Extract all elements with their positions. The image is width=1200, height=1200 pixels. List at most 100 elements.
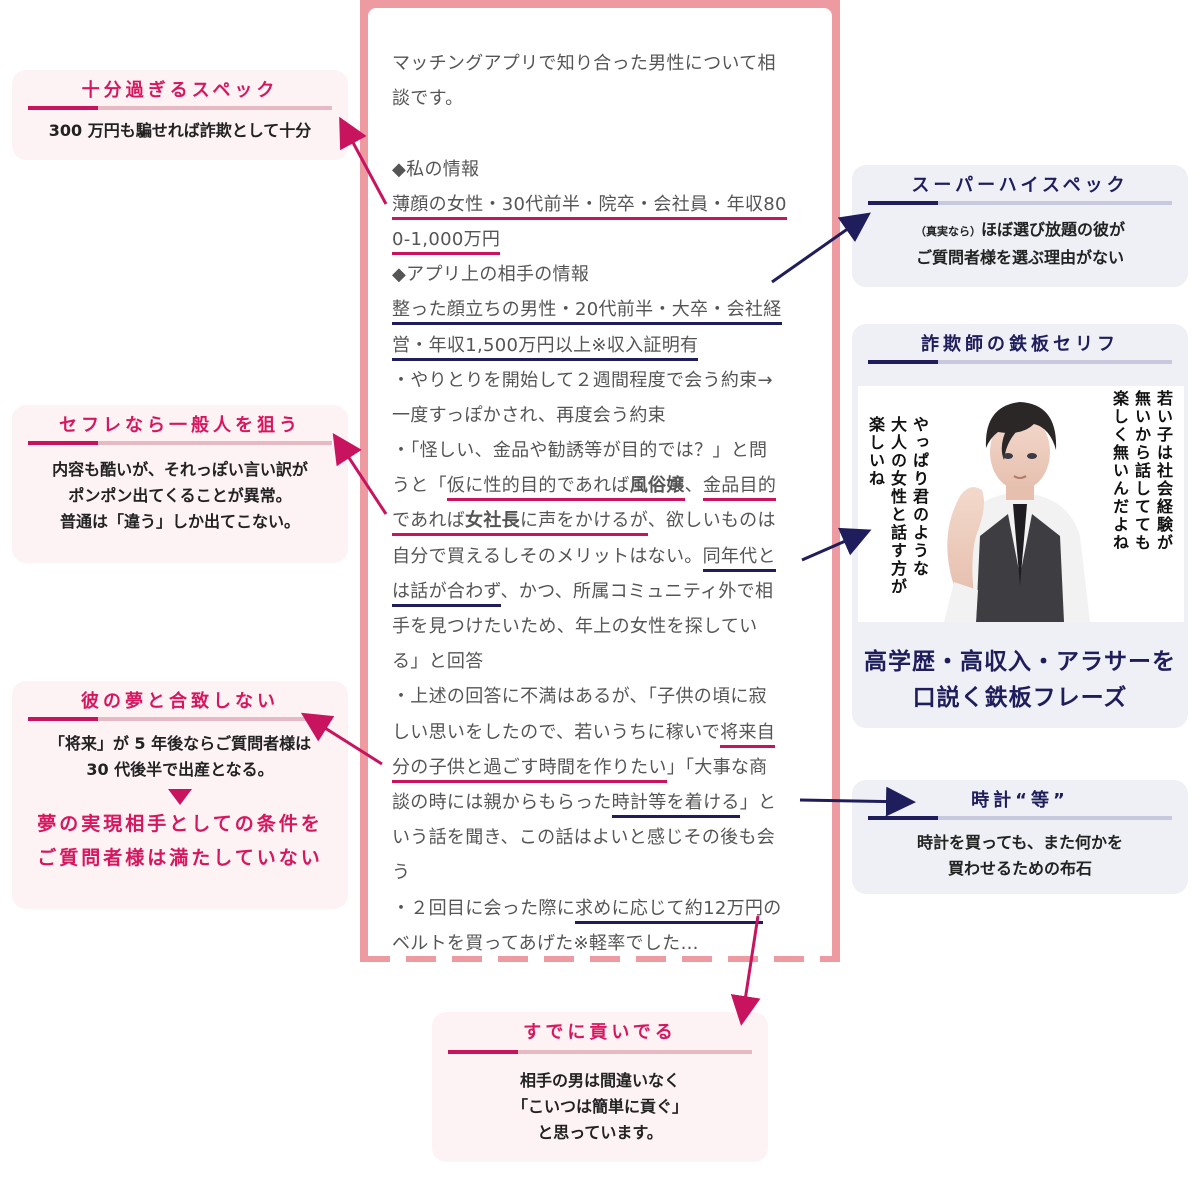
card-superspec-note: （真実なら） — [914, 225, 981, 238]
card-spec-title: 十分過ぎるスペック — [81, 80, 279, 101]
question-line: う — [392, 855, 812, 890]
catch-line1: 高学歴・高収入・アラサーを — [864, 649, 1176, 675]
question-line: 営・年収1,500万円以上※収入証明有 — [392, 328, 812, 363]
underlined-phrase: 営・年収1,500万円以上※収入証明有 — [392, 334, 699, 361]
underlined-phrase: は話が合わず — [392, 580, 501, 607]
question-line: ・「怪しい、金品や勧誘等が目的では？」と問 — [392, 433, 812, 468]
card-watch-title: 時計“等” — [971, 790, 1069, 811]
title-underline — [868, 201, 1172, 205]
card-watch-body2: 買わせるための布石 — [947, 859, 1092, 878]
question-line: 整った顔立ちの男性・20代前半・大卒・会社経 — [392, 292, 812, 327]
underlined-phrase: 仮に性的目的であれば — [446, 475, 630, 502]
question-panel — [368, 8, 832, 962]
title-underline — [868, 360, 1172, 364]
question-line: 分の子供と過ごす時間を作りたい」「大事な商 — [392, 750, 812, 785]
card-superspec-title: スーパーハイスペック — [911, 175, 1129, 196]
question-line: 薄顔の女性・30代前半・院卒・会社員・年収80 — [392, 187, 812, 222]
question-phrase: ◆アプリ上の相手の情報 — [392, 264, 590, 286]
question-phrase: 自分で買えるしそのメリットはない。 — [392, 545, 703, 567]
question-phrase: 、かつ、所属コミュニティ外で相 — [500, 580, 774, 602]
question-phrase: ベルトを買ってあげた※軽率でした… — [392, 932, 699, 954]
question-line: 自分で買えるしそのメリットはない。同年代と — [392, 539, 812, 574]
arrow-superspec — [771, 212, 871, 284]
question-line: 談です。 — [392, 81, 812, 116]
underlined-phrase: 0-1,000万円 — [392, 228, 501, 255]
question-line: ◆アプリ上の相手の情報 — [392, 257, 812, 292]
bubble-right-line3: 楽しく無いんだよね — [1110, 390, 1129, 552]
question-phrase: しい思いをしたので、若いうちに稼いで — [392, 721, 721, 743]
card-superspec: スーパーハイスペック （真実なら）ほぼ選び放題の彼が ご質問者様を選ぶ理由がない — [852, 165, 1188, 287]
question-line: ・上述の回答に不満はあるが、「子供の頃に寂 — [392, 679, 812, 714]
title-underline — [28, 717, 332, 721]
question-phrase: 、欲しいものは — [647, 510, 776, 532]
question-phrase: 」と — [739, 791, 777, 813]
question-phrase: う — [392, 862, 411, 884]
underlined-phrase: 女社長 — [465, 510, 520, 537]
question-line: ◆私の情報 — [392, 152, 812, 187]
question-line: 0-1,000万円 — [392, 222, 812, 257]
question-line: 談の時には親からもらった時計等を着ける」と — [392, 785, 812, 820]
title-underline — [448, 1050, 752, 1054]
bubble-right-line1: 若い子は社会経験が — [1154, 390, 1173, 552]
question-line: うと「仮に性的目的であれば風俗嬢、金品目的 — [392, 468, 812, 503]
card-serif-title: 詐欺師の鉄板セリフ — [921, 334, 1119, 355]
question-phrase: ◆私の情報 — [392, 158, 480, 180]
card-sefure-body2: ポンポン出てくることが異常。 — [68, 486, 292, 505]
card-spec: 十分過ぎるスペック 300 万円も騙せれば詐欺として十分 — [12, 70, 348, 160]
down-triangle-icon — [168, 789, 192, 805]
arrow-spec — [339, 116, 388, 205]
question-line: ・やりとりを開始して２週間程度で会う約束→ — [392, 363, 812, 398]
card-already-body2: 「こいつは簡単に貢ぐ」 — [511, 1097, 688, 1116]
card-sefure-title: セフレなら一般人を狙う — [59, 415, 301, 436]
man-illustration-graphic — [944, 402, 1090, 622]
question-line: る」と回答 — [392, 644, 812, 679]
question-line: は話が合わず、かつ、所属コミュニティ外で相 — [392, 574, 812, 609]
arrow-dream — [300, 712, 383, 766]
question-phrase: ・「怪しい、金品や勧誘等が目的では？」と問 — [392, 440, 768, 462]
question-phrase: る」と回答 — [392, 651, 484, 673]
underlined-phrase: 薄顔の女性・30代前半・院卒・会社員・年収80 — [392, 193, 787, 220]
bubble-right-line2: 無いから話してても — [1132, 390, 1151, 552]
underlined-phrase: 時計等を着ける — [611, 791, 740, 818]
title-underline — [868, 816, 1172, 820]
question-phrase: 談です。 — [392, 88, 464, 110]
question-phrase: マッチングアプリで知り合った男性について相 — [392, 53, 776, 74]
question-line: 一度すっぽかされ、再度会う約束 — [392, 398, 812, 433]
question-phrase: うと「 — [392, 475, 447, 497]
underlined-phrase: 同年代と — [702, 545, 776, 572]
bubble-left-line1: やっぱり君のような — [910, 416, 929, 578]
card-already: すでに貢いでる 相手の男は間違いなく 「こいつは簡単に貢ぐ」 と思っています。 — [432, 1012, 768, 1162]
question-phrase: ・やりとりを開始して２週間程度で会う約束→ — [392, 369, 773, 391]
question-text: マッチングアプリで知り合った男性について相談です。 ◆私の情報薄顔の女性・30代前… — [392, 46, 812, 961]
underlined-phrase: 将来自 — [720, 721, 776, 748]
card-watch-body1: 時計を買っても、また何かを — [917, 833, 1123, 852]
question-phrase: 一度すっぽかされ、再度会う約束 — [392, 404, 666, 426]
underlined-phrase: 整った顔立ちの男性・20代前半・大卒・会社経 — [392, 299, 782, 326]
question-line: いう話を聞き、この話はよいと感じその後も会 — [392, 820, 812, 855]
question-phrase: 、 — [684, 475, 703, 497]
question-line: ・２回目に会った際に求めに応じて約12万円の — [392, 891, 812, 926]
question-phrase: ・上述の回答に不満はあるが、「子供の頃に寂 — [392, 686, 767, 708]
question-phrase: 談の時には親からもらった — [392, 791, 612, 813]
underlined-phrase: 金品目的 — [702, 475, 777, 502]
card-dream-title: 彼の夢と合致しない — [81, 691, 279, 712]
card-already-body1: 相手の男は間違いなく — [519, 1071, 680, 1090]
card-sefure-body1: 内容も酷いが、それっぽい言い訳が — [52, 460, 308, 479]
underlined-phrase: に声をかけるが — [519, 510, 648, 537]
title-underline — [28, 106, 332, 110]
arrow-watch — [799, 786, 916, 817]
card-sefure-body3: 普通は「違う」しか出てこない。 — [59, 512, 300, 531]
card-dream-emph2: ご質問者様は満たしていない — [37, 847, 323, 869]
title-underline — [28, 441, 332, 445]
question-phrase: の — [763, 897, 782, 919]
arrow-sefure — [332, 432, 388, 515]
card-dream: 彼の夢と合致しない 「将来」が 5 年後ならご質問者様は 30 代後半で出産とな… — [12, 681, 348, 909]
card-sefure: セフレなら一般人を狙う 内容も酷いが、それっぽい言い訳が ポンポン出てくることが… — [12, 405, 348, 563]
card-dream-body1: 「将来」が 5 年後ならご質問者様は — [48, 734, 312, 753]
question-phrase: ・２回目に会った際に — [392, 897, 575, 919]
question-line: 手を見つけたいため、年上の女性を探してい — [392, 609, 812, 644]
question-phrase: 」「大事な商 — [666, 756, 768, 778]
question-line: ベルトを買ってあげた※軽率でした… — [392, 926, 812, 961]
underlined-phrase: 分の子供と過ごす時間を作りたい — [392, 756, 667, 783]
